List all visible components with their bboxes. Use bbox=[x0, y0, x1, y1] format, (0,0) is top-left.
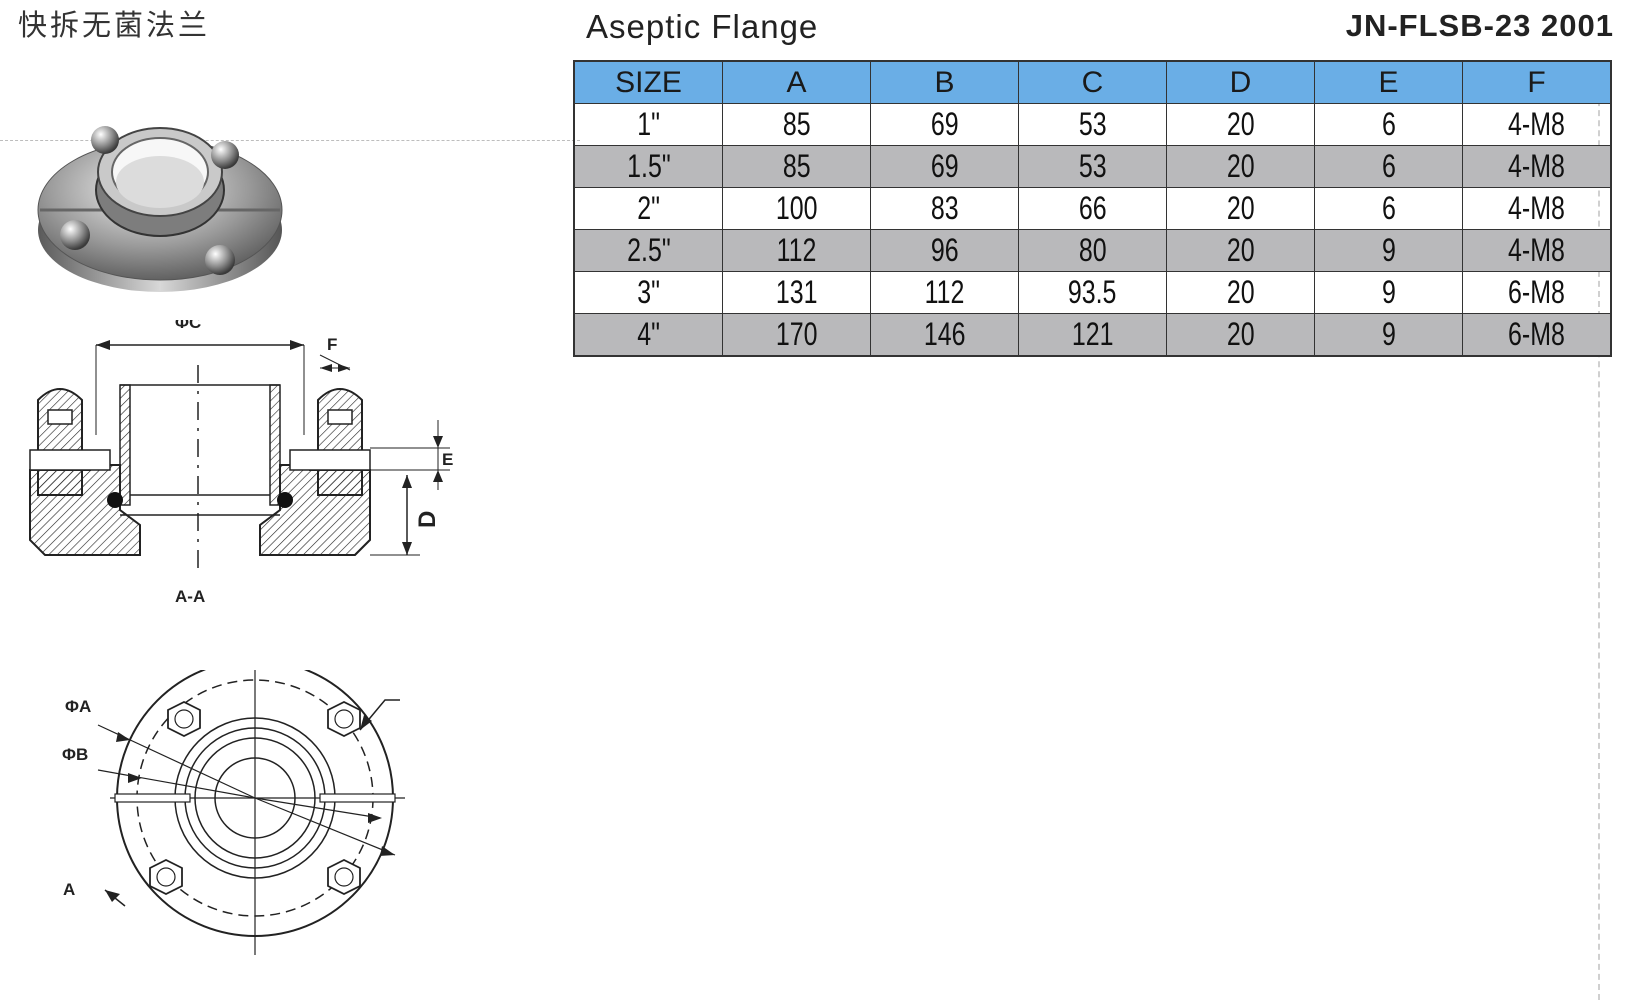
label-section-a-bottom: A bbox=[63, 880, 75, 899]
table-cell: 170 bbox=[722, 313, 871, 357]
table-cell: 9 bbox=[1314, 229, 1463, 272]
table-header-row: SIZE A B C D E F bbox=[573, 60, 1612, 104]
col-header-a: A bbox=[722, 60, 871, 104]
table-cell: 4-M8 bbox=[1462, 145, 1612, 188]
table-row: 4" 170 146 121 20 9 6-M8 bbox=[573, 313, 1612, 357]
label-a-a: A-A bbox=[175, 587, 205, 606]
table-cell: 83 bbox=[870, 187, 1019, 230]
divider-vertical-dashed bbox=[1598, 70, 1600, 1000]
table-cell: 53 bbox=[1018, 145, 1167, 188]
divider-dashed bbox=[0, 140, 580, 141]
table-cell: 4-M8 bbox=[1462, 103, 1612, 146]
table-cell: 20 bbox=[1166, 313, 1315, 357]
table-cell: 80 bbox=[1018, 229, 1167, 272]
table-cell: 6 bbox=[1314, 103, 1463, 146]
product-code: JN-FLSB-23 2001 bbox=[1345, 8, 1614, 43]
table-cell: 69 bbox=[870, 145, 1019, 188]
table-cell: 6 bbox=[1314, 145, 1463, 188]
front-view-drawing: A A ΦA ΦB bbox=[62, 670, 405, 955]
table-row: 1.5" 85 69 53 20 6 4-M8 bbox=[573, 145, 1612, 188]
table-cell: 20 bbox=[1166, 145, 1315, 188]
table-cell: 121 bbox=[1018, 313, 1167, 357]
label-phi-c: ΦC bbox=[175, 320, 201, 332]
table-cell: 131 bbox=[722, 271, 871, 314]
col-header-b: B bbox=[870, 60, 1019, 104]
table-cell: 20 bbox=[1166, 103, 1315, 146]
table-cell: 20 bbox=[1166, 271, 1315, 314]
table-cell: 112 bbox=[722, 229, 871, 272]
table-cell: 4" bbox=[573, 313, 723, 357]
col-header-size: SIZE bbox=[573, 60, 723, 104]
table-cell: 146 bbox=[870, 313, 1019, 357]
table-cell: 9 bbox=[1314, 271, 1463, 314]
table-cell: 85 bbox=[722, 145, 871, 188]
section-drawing-a-a: ΦC F E D A-A bbox=[29, 320, 453, 606]
col-header-e: E bbox=[1314, 60, 1463, 104]
label-e: E bbox=[442, 450, 453, 469]
table-cell: 112 bbox=[870, 271, 1019, 314]
spec-table: SIZE A B C D E F 1" 85 69 53 20 6 4-M8 1… bbox=[573, 60, 1612, 357]
table-cell: 93.5 bbox=[1018, 271, 1167, 314]
table-cell: 1" bbox=[573, 103, 723, 146]
table-row: 1" 85 69 53 20 6 4-M8 bbox=[573, 103, 1612, 146]
table-cell: 9 bbox=[1314, 313, 1463, 357]
table-cell: 20 bbox=[1166, 229, 1315, 272]
table-cell: 20 bbox=[1166, 187, 1315, 230]
col-header-c: C bbox=[1018, 60, 1167, 104]
col-header-d: D bbox=[1166, 60, 1315, 104]
table-cell: 85 bbox=[722, 103, 871, 146]
table-cell: 6-M8 bbox=[1462, 271, 1612, 314]
english-title: Aseptic Flange bbox=[586, 8, 819, 45]
table-cell: 2" bbox=[573, 187, 723, 230]
table-row: 2.5" 112 96 80 20 9 4-M8 bbox=[573, 229, 1612, 272]
table-cell: 4-M8 bbox=[1462, 187, 1612, 230]
table-cell: 53 bbox=[1018, 103, 1167, 146]
table-cell: 6 bbox=[1314, 187, 1463, 230]
table-cell: 69 bbox=[870, 103, 1019, 146]
label-phi-a: ΦA bbox=[65, 697, 91, 716]
table-cell: 96 bbox=[870, 229, 1019, 272]
table-cell: 4-M8 bbox=[1462, 229, 1612, 272]
flange-photo bbox=[37, 126, 283, 292]
col-header-f: F bbox=[1462, 60, 1612, 104]
label-f: F bbox=[327, 335, 337, 354]
table-row: 3" 131 112 93.5 20 9 6-M8 bbox=[573, 271, 1612, 314]
table-cell: 100 bbox=[722, 187, 871, 230]
table-cell: 6-M8 bbox=[1462, 313, 1612, 357]
chinese-title: 快拆无菌法兰 bbox=[18, 8, 211, 42]
table-row: 2" 100 83 66 20 6 4-M8 bbox=[573, 187, 1612, 230]
table-cell: 1.5" bbox=[573, 145, 723, 188]
table-cell: 2.5" bbox=[573, 229, 723, 272]
table-cell: 66 bbox=[1018, 187, 1167, 230]
table-cell: 3" bbox=[573, 271, 723, 314]
label-d: D bbox=[414, 511, 441, 528]
label-phi-b: ΦB bbox=[62, 745, 88, 764]
